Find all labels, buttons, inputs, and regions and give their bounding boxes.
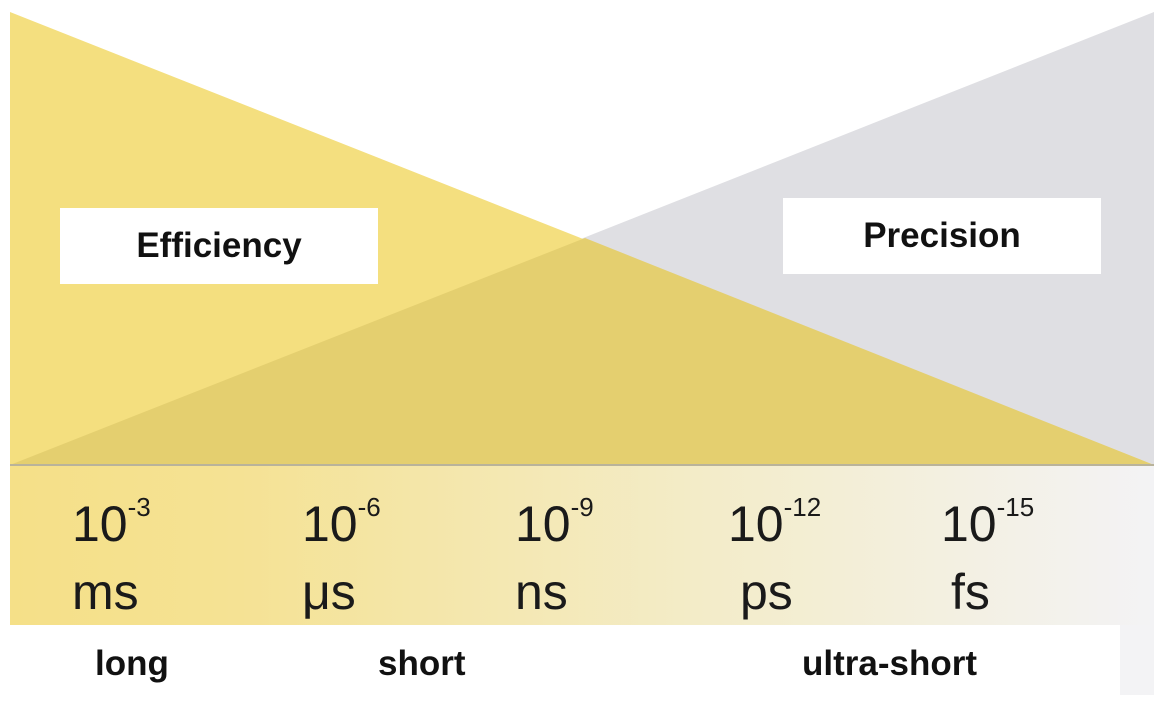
scale-power: 10-3 — [72, 492, 151, 552]
scale-item-fs: 10-15 fs — [941, 492, 1141, 620]
scale-item-ns: 10-9 ns — [515, 492, 715, 620]
duration-long-label: long — [95, 644, 169, 683]
duration-short-label: short — [378, 644, 466, 683]
overlap-region — [10, 238, 1154, 465]
time-scale-band-tail — [1120, 625, 1154, 695]
scale-item-us: 10-6 μs — [302, 492, 502, 620]
scale-unit: fs — [951, 564, 990, 620]
scale-unit: μs — [302, 564, 356, 620]
scale-item-ms: 10-3 ms — [72, 492, 272, 620]
scale-unit: ps — [740, 564, 793, 620]
scale-power: 10-6 — [302, 492, 381, 552]
scale-power: 10-15 — [941, 492, 1035, 552]
duration-ultra-short-label: ultra-short — [802, 644, 977, 683]
scale-item-ps: 10-12 ps — [728, 492, 928, 620]
scale-unit: ns — [515, 564, 568, 620]
scale-power: 10-9 — [515, 492, 594, 552]
precision-label: Precision — [863, 216, 1021, 255]
efficiency-label: Efficiency — [136, 226, 302, 265]
scale-power: 10-12 — [728, 492, 822, 552]
efficiency-label-box: Efficiency — [60, 208, 378, 284]
precision-label-box: Precision — [783, 198, 1101, 274]
time-scale-band — [10, 465, 1154, 625]
scale-unit: ms — [72, 564, 139, 620]
